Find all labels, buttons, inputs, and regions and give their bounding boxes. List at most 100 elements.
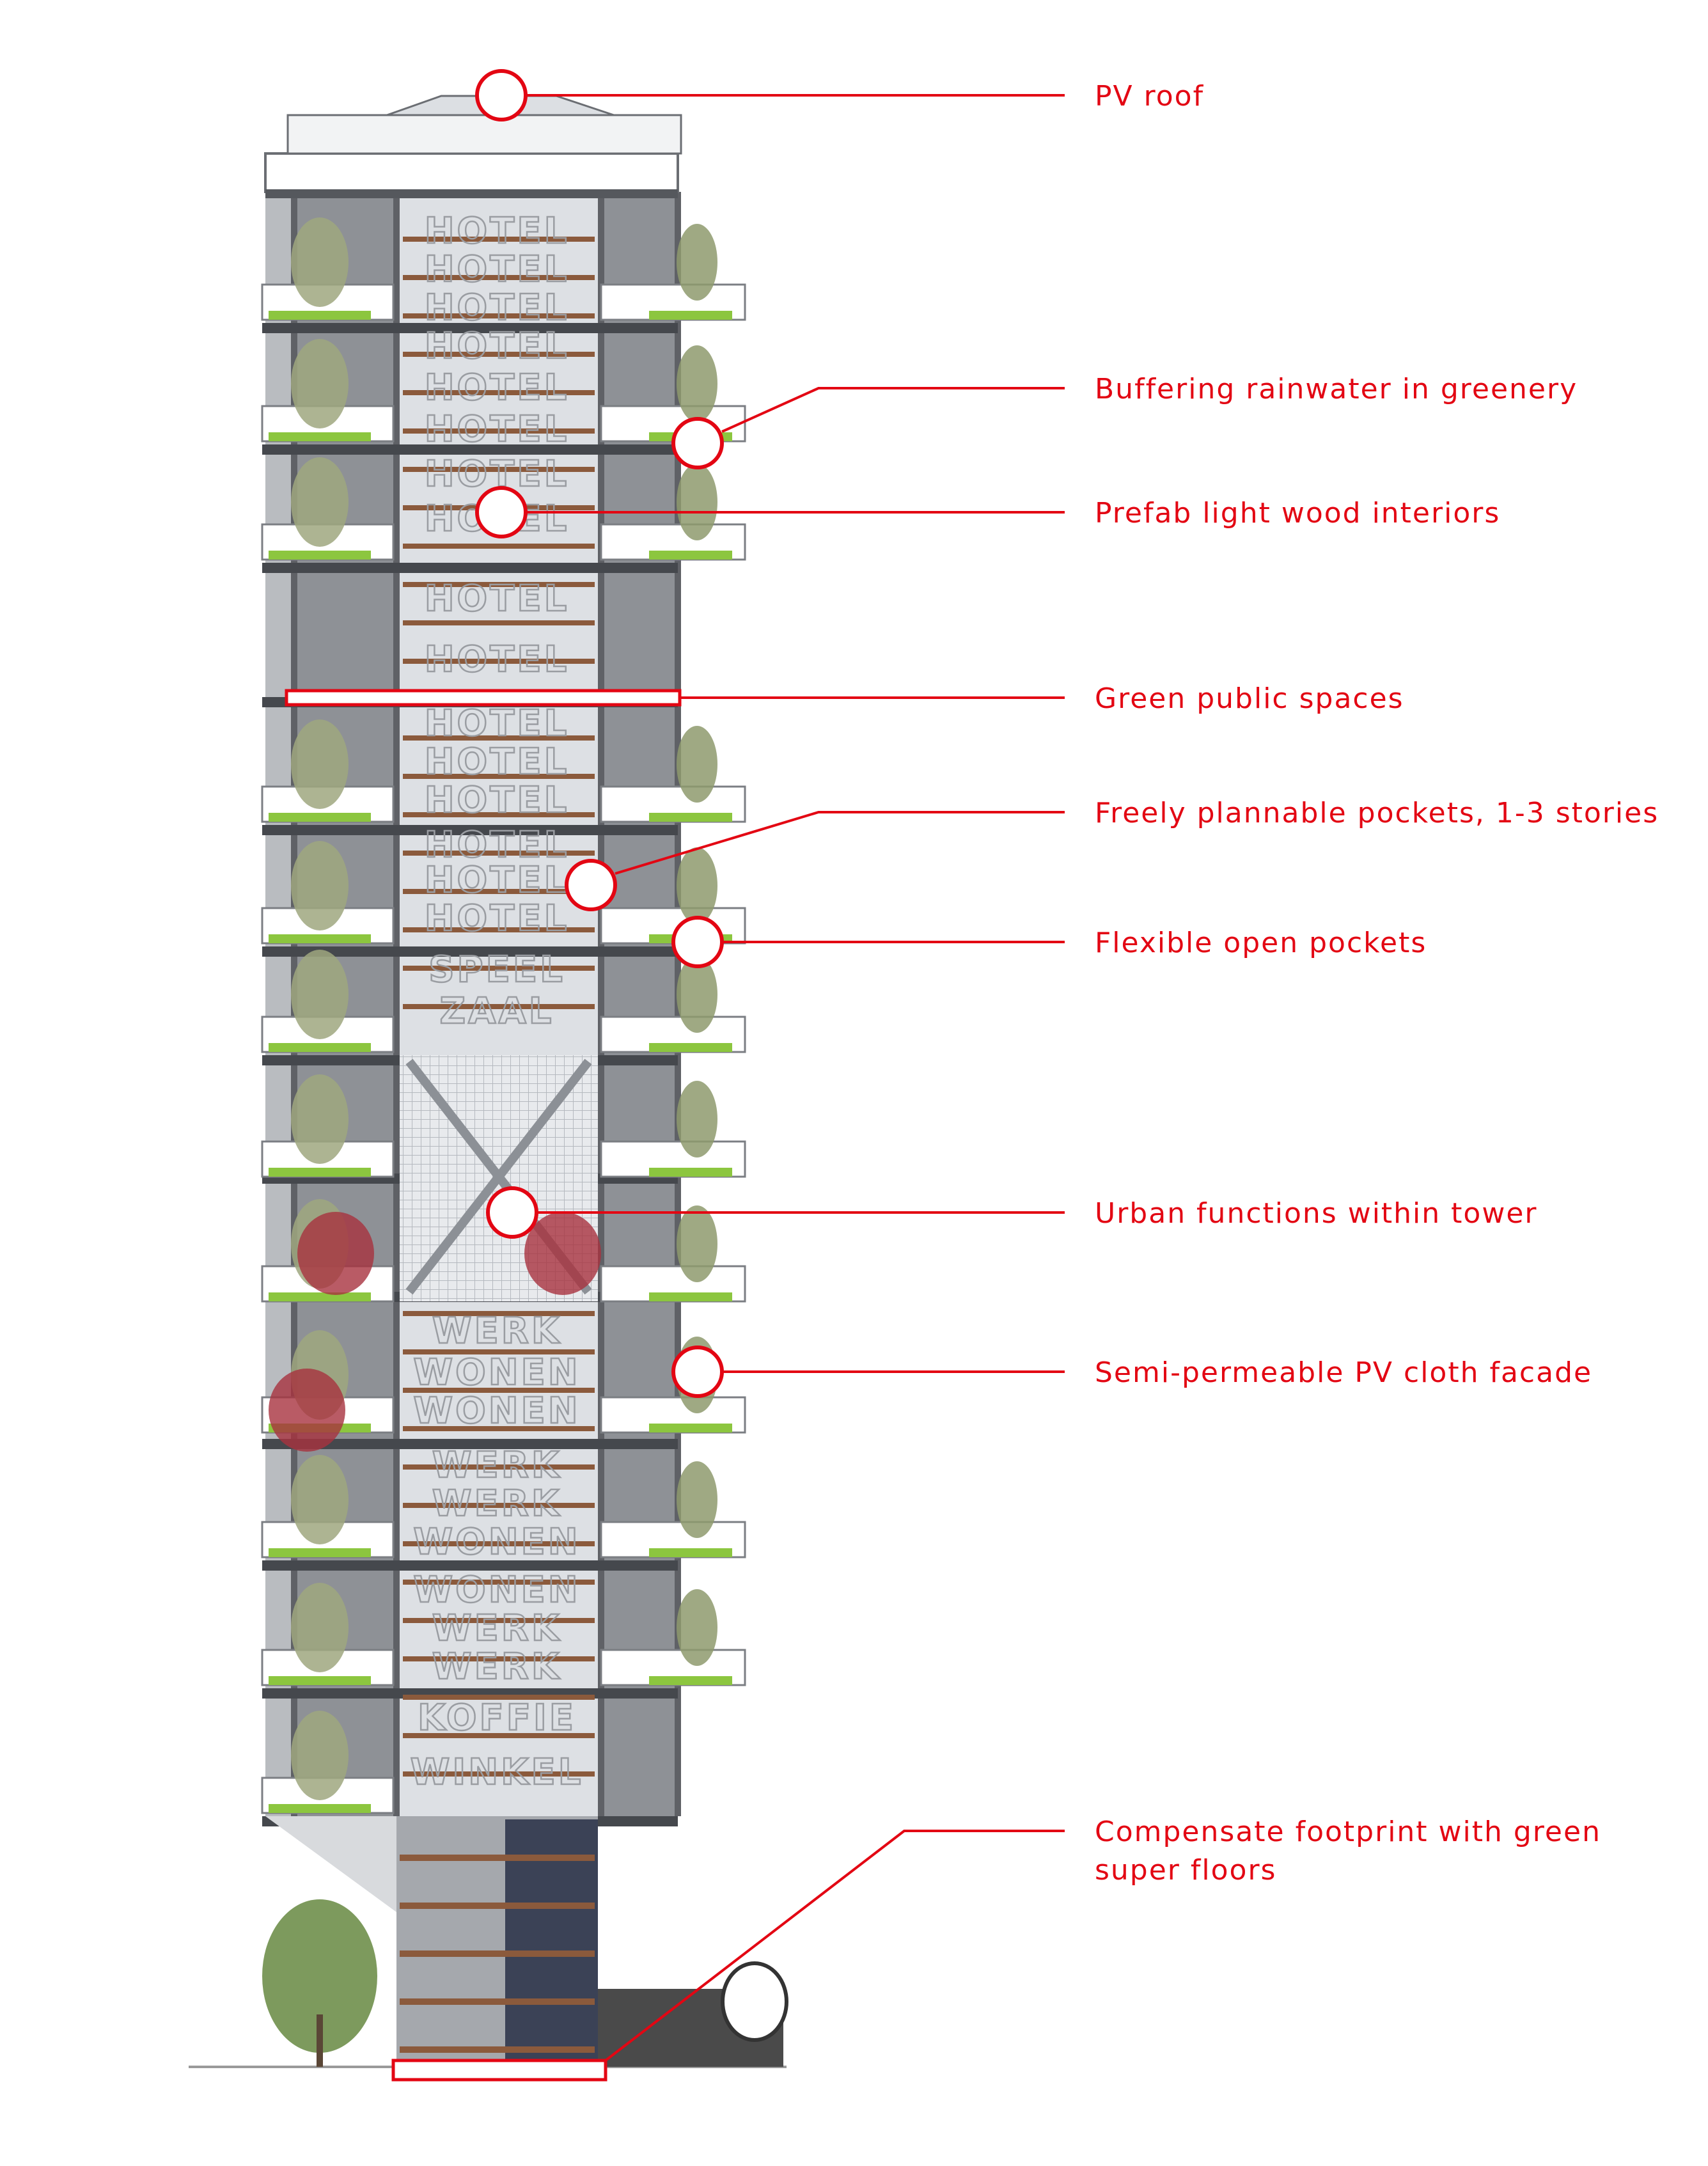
wood-floor-line bbox=[403, 352, 595, 357]
wood-floor-line bbox=[403, 1426, 595, 1431]
tree-icon bbox=[291, 719, 349, 809]
tree-icon bbox=[677, 956, 717, 1033]
tower-sign-wonen: WONEN bbox=[413, 1569, 580, 1611]
structural-column bbox=[393, 192, 400, 1816]
podium-wood-floor bbox=[400, 2046, 595, 2053]
wood-floor-line bbox=[403, 390, 595, 395]
tower-sign-werk: WERK bbox=[432, 1445, 562, 1486]
callout-green-public-spaces: Green public spaces bbox=[285, 682, 1404, 715]
wood-floor-line bbox=[403, 620, 595, 625]
callout-marker-circle bbox=[565, 859, 617, 911]
tree-icon bbox=[677, 847, 717, 924]
wood-floor-line bbox=[403, 889, 595, 894]
tower-sign-hotel: HOTEL bbox=[425, 780, 570, 821]
tree-icon bbox=[291, 457, 349, 547]
planter-green bbox=[269, 813, 371, 822]
wood-floor-line bbox=[403, 1656, 595, 1661]
wood-floor-line bbox=[403, 275, 595, 280]
tower-sign-koffie: KOFFIE bbox=[418, 1697, 576, 1739]
wood-floor-line bbox=[403, 1311, 595, 1316]
wood-floor-line bbox=[403, 1541, 595, 1546]
floor-slab bbox=[262, 563, 678, 573]
callout-label: Compensate footprint with green bbox=[1095, 1816, 1601, 1848]
tower-sign-hotel: HOTEL bbox=[425, 578, 570, 620]
tower-sign-speel: SPEEL bbox=[428, 949, 565, 991]
callout-label: Prefab light wood interiors bbox=[1095, 497, 1500, 530]
callout-flexible-open: Flexible open pockets bbox=[671, 916, 1427, 968]
callout-prefab-wood: Prefab light wood interiors bbox=[475, 486, 1500, 538]
callout-urban-functions: Urban functions within tower bbox=[486, 1186, 1536, 1239]
callout-marker-circle bbox=[671, 916, 724, 968]
red-tree-icon bbox=[524, 1212, 601, 1295]
podium-wood-floor bbox=[400, 1903, 595, 1909]
callout-leader-line bbox=[615, 811, 1065, 875]
planter-green bbox=[269, 1548, 371, 1557]
wood-floor-line bbox=[403, 544, 595, 549]
street-tree-icon bbox=[262, 1899, 377, 2053]
wood-floor-line bbox=[403, 1695, 595, 1700]
planter-green bbox=[269, 551, 371, 560]
tree-icon bbox=[677, 726, 717, 803]
wood-floor-line bbox=[403, 1503, 595, 1508]
podium-wood-floor bbox=[400, 1950, 595, 1957]
red-tree-icon bbox=[269, 1369, 345, 1452]
podium-wood-floor bbox=[400, 1855, 595, 1861]
planter-green bbox=[269, 1804, 371, 1813]
tree-icon bbox=[291, 1711, 349, 1800]
callout-pv-roof: PV roof bbox=[475, 69, 1203, 122]
tower-sign-hotel: HOTEL bbox=[425, 859, 570, 901]
planter-green bbox=[649, 813, 732, 822]
planter-green bbox=[649, 1676, 732, 1685]
callout-label: Flexible open pockets bbox=[1095, 927, 1427, 959]
tree-icon bbox=[291, 339, 349, 428]
wood-floor-line bbox=[403, 1388, 595, 1393]
wood-floor-line bbox=[403, 1349, 595, 1354]
planter-green bbox=[269, 1292, 371, 1301]
tree-icon bbox=[677, 224, 717, 301]
red-tree-icon bbox=[297, 1212, 374, 1295]
planter-green bbox=[649, 551, 732, 560]
atrium-brace bbox=[405, 1058, 592, 1295]
planter-green bbox=[269, 432, 371, 441]
callout-label: Semi-permeable PV cloth facade bbox=[1095, 1356, 1592, 1389]
planter-green bbox=[269, 311, 371, 320]
wood-floor-line bbox=[403, 582, 595, 587]
wood-floor-line bbox=[403, 467, 595, 472]
callout-marker-circle bbox=[671, 1346, 724, 1398]
wood-floor-line bbox=[403, 774, 595, 779]
wood-floor-line bbox=[403, 812, 595, 817]
tower-sign-zaal: ZAAL bbox=[440, 991, 554, 1032]
tower-sign-hotel: HOTEL bbox=[425, 326, 570, 367]
planter-green bbox=[269, 1676, 371, 1685]
wood-floor-line bbox=[403, 966, 595, 971]
wood-floor-line bbox=[403, 851, 595, 856]
planter-green bbox=[649, 1043, 732, 1052]
tower-sign-hotel: HOTEL bbox=[425, 210, 570, 252]
tree-icon bbox=[677, 345, 717, 422]
floor-slab bbox=[262, 825, 678, 835]
tower-sign-hotel: HOTEL bbox=[425, 287, 570, 329]
podium-wood-floor bbox=[400, 1998, 595, 2005]
tree-icon bbox=[291, 1455, 349, 1544]
wood-floor-line bbox=[403, 1004, 595, 1009]
wood-floor-line bbox=[403, 428, 595, 434]
callout-label: Green public spaces bbox=[1095, 682, 1404, 715]
tower-sign-hotel: HOTEL bbox=[425, 409, 570, 450]
wood-floor-line bbox=[403, 1771, 595, 1777]
tower-sign-winkel: WINKEL bbox=[411, 1752, 584, 1793]
tree-icon bbox=[291, 1074, 349, 1164]
tower-sign-hotel: HOTEL bbox=[425, 703, 570, 744]
structural-column bbox=[598, 192, 604, 1816]
callout-freely-plannable: Freely plannable pockets, 1-3 stories bbox=[565, 797, 1657, 911]
tower-sign-hotel: HOTEL bbox=[425, 898, 570, 939]
planter-green bbox=[649, 1168, 732, 1177]
tower-sign-wonen: WONEN bbox=[413, 1521, 580, 1563]
metro-train-icon bbox=[721, 1961, 788, 2042]
planter-green bbox=[649, 311, 732, 320]
tower-sign-werk: WERK bbox=[432, 1646, 562, 1688]
floor-slab bbox=[262, 323, 678, 333]
roof-slab bbox=[265, 189, 678, 198]
